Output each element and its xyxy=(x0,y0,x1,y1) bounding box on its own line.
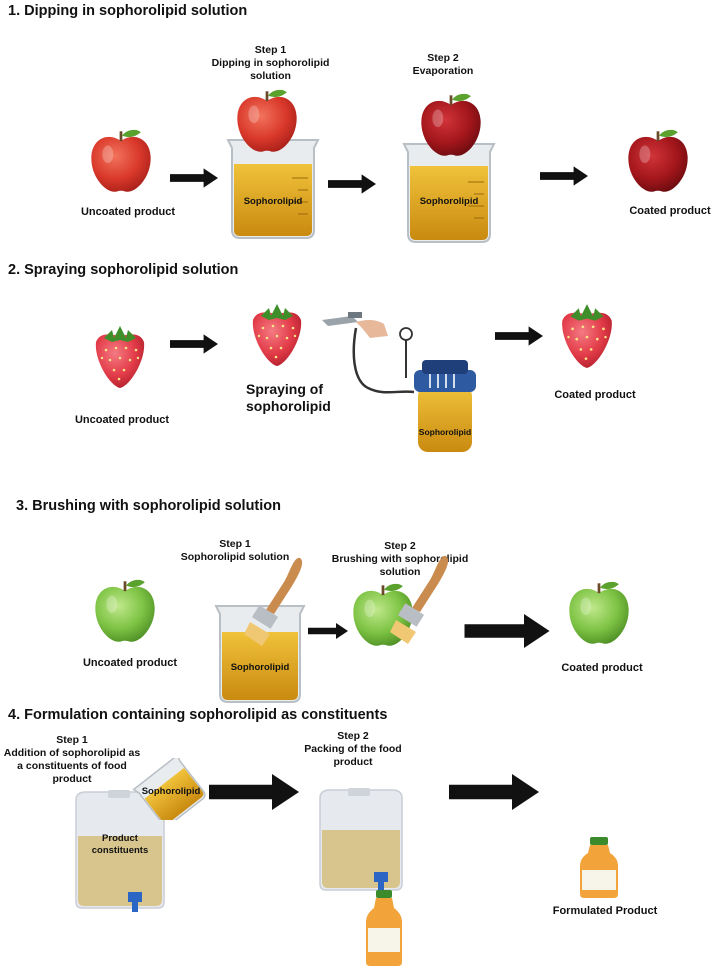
s1-coated-label: Coated product xyxy=(629,205,711,217)
s3-coated-label: Coated product xyxy=(561,662,643,674)
pouring-cup-icon xyxy=(132,758,206,820)
arrow-icon xyxy=(460,614,554,648)
section-2-title: 2. Spraying sophorolipid solution xyxy=(8,262,239,278)
juice-bottle-icon xyxy=(580,837,618,898)
s1-step1-number: Step 1 xyxy=(254,44,287,56)
s4-step1-caption: Step 1 Addition of sophorolipid as a con… xyxy=(2,734,142,786)
arrow-icon xyxy=(328,174,376,194)
arrow-icon xyxy=(208,774,300,810)
s3-uncoated-label: Uncoated product xyxy=(82,657,178,669)
s1-uncoated-label: Uncoated product xyxy=(80,206,176,218)
s2-spraying-line1: Spraying of xyxy=(246,381,324,397)
s4-step2-number: Step 2 xyxy=(337,730,369,742)
s3-step2-number: Step 2 xyxy=(384,540,416,552)
beaker-icon xyxy=(402,143,496,243)
brush-icon xyxy=(390,555,449,644)
arrow-icon xyxy=(170,168,218,188)
juice-bottle-icon xyxy=(366,890,402,966)
uncoated-apple-icon xyxy=(92,578,158,646)
jug-icon xyxy=(319,788,403,892)
s2-spraying-line2: sophorolipid xyxy=(246,398,331,414)
s1-step2-caption: Step 2 Evaporation xyxy=(398,52,488,78)
s4-step2-caption: Step 2 Packing of the food product xyxy=(278,730,428,769)
beaker-icon xyxy=(214,605,306,703)
s4-formulated-label: Formulated Product xyxy=(552,905,658,917)
s1-step1-caption: Step 1 Dipping in sophorolipid solution xyxy=(188,44,353,83)
s3-step1-caption: Step 1 Sophorolipid solution xyxy=(165,538,305,564)
strawberry-icon xyxy=(247,298,307,368)
spray-tank-icon xyxy=(414,360,476,452)
section-3-title: 3. Brushing with sophorolipid solution xyxy=(16,498,282,514)
arrow-icon xyxy=(448,774,540,810)
section-1-title: 1. Dipping in sophorolipid solution xyxy=(8,3,248,19)
arrow-icon xyxy=(495,326,543,346)
dipping-apple-icon xyxy=(234,88,300,156)
s2-coated-label: Coated product xyxy=(554,389,636,401)
s4-jug-label: Product constituents xyxy=(91,833,149,856)
coated-strawberry-icon xyxy=(556,298,618,370)
s4-cup-label: Sophorolipid xyxy=(141,786,201,797)
s2-uncoated-label: Uncoated product xyxy=(74,414,170,426)
beaker-icon xyxy=(226,139,320,239)
jug-icon xyxy=(75,790,165,912)
brush-icon xyxy=(244,557,303,646)
s3-step1-number: Step 1 xyxy=(219,538,251,550)
s1-step2-number: Step 2 xyxy=(427,52,459,64)
s2-spraying-caption: Spraying of sophorolipid xyxy=(246,381,331,415)
section-4-title: 4. Formulation containing sophorolipid a… xyxy=(8,707,388,723)
arrow-icon xyxy=(540,166,588,186)
arrow-icon xyxy=(308,620,348,642)
s1-beaker2-label: Sophorolipid xyxy=(419,196,479,207)
s3-step1-text: Sophorolipid solution xyxy=(180,551,290,563)
arrow-icon xyxy=(170,334,218,354)
coated-apple-icon xyxy=(625,128,691,196)
evaporating-apple-icon xyxy=(418,92,484,160)
s3-step2-text: Brushing with sophorolipid solution xyxy=(331,553,469,578)
uncoated-apple-icon xyxy=(88,128,154,196)
s3-beaker-label: Sophorolipid xyxy=(230,662,290,673)
spray-gun-icon xyxy=(322,312,415,394)
s2-tank-label: Sophorolipid xyxy=(418,427,472,437)
s4-step2-text: Packing of the food product xyxy=(304,743,402,768)
s1-beaker1-label: Sophorolipid xyxy=(243,196,303,207)
s4-step1-number: Step 1 xyxy=(56,734,88,746)
s4-step1-text: Addition of sophorolipid as a constituen… xyxy=(3,747,141,785)
s3-step2-caption: Step 2 Brushing with sophorolipid soluti… xyxy=(310,540,490,579)
s1-step2-text: Evaporation xyxy=(412,65,474,77)
uncoated-strawberry-icon xyxy=(90,320,150,390)
s1-step1-text: Dipping in sophorolipid solution xyxy=(211,57,330,82)
coated-apple-icon xyxy=(566,580,632,648)
